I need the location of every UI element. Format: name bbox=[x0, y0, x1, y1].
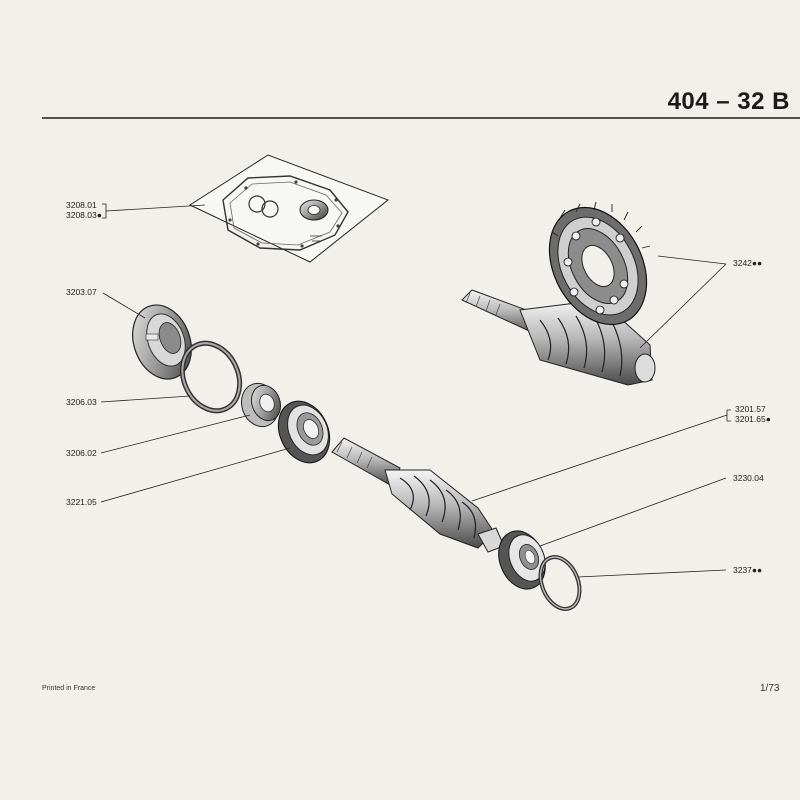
printed-in-note: Printed in France bbox=[42, 685, 96, 692]
page-title: 404 – 32 B bbox=[667, 88, 790, 115]
worm-shaft-illustration bbox=[331, 437, 505, 553]
shim-ring-illustration bbox=[538, 555, 582, 611]
o-ring-illustration bbox=[179, 340, 243, 414]
part-ref-3206-03: 3206.03 bbox=[66, 397, 97, 407]
crown-wheel-illustration bbox=[461, 201, 656, 386]
leader-lines bbox=[100, 203, 731, 578]
part-ref-3221-05: 3221.05 bbox=[66, 497, 97, 507]
pinion-bearing-illustration bbox=[240, 382, 282, 428]
part-ref-3208-03: 3208.03● bbox=[66, 210, 102, 220]
rear-bearing-illustration bbox=[498, 530, 546, 590]
part-ref-3201-57: 3201.57 bbox=[735, 404, 766, 414]
page-number: 1/73 bbox=[760, 683, 780, 694]
bearing-cup-illustration bbox=[132, 304, 192, 380]
gasket-set-illustration bbox=[188, 154, 390, 263]
ball-bearing-illustration bbox=[277, 400, 331, 464]
part-ref-3208-01: 3208.01 bbox=[66, 200, 97, 210]
part-ref-3201-65: 3201.65● bbox=[735, 414, 771, 424]
part-ref-3242: 3242●● bbox=[733, 258, 763, 268]
part-ref-3203-07: 3203.07 bbox=[66, 287, 97, 297]
part-ref-3206-02: 3206.02 bbox=[66, 448, 97, 458]
part-ref-3237: 3237●● bbox=[733, 565, 763, 575]
part-ref-3230-04: 3230.04 bbox=[733, 473, 764, 483]
